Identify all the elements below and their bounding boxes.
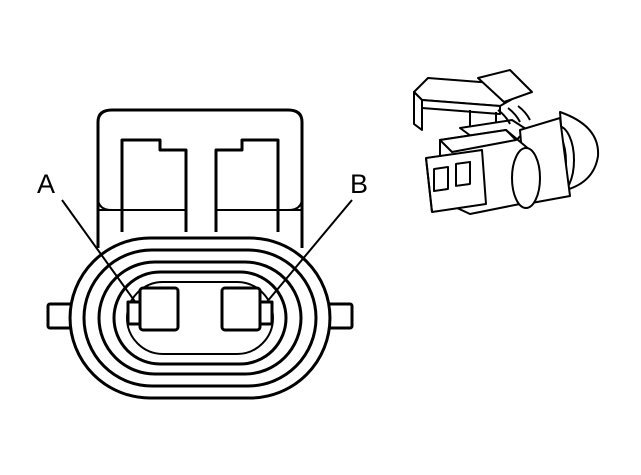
terminal-a [138,286,180,332]
terminal-cavity [126,281,274,355]
iso-front-face [425,149,487,213]
locking-tab [96,108,304,248]
terminal-b [220,286,262,332]
iso-side-ribs [497,105,531,125]
connector-isometric-view [413,69,600,215]
pin-label-b: B [350,169,368,199]
leader-line-a [61,199,137,304]
leader-line-b [265,199,353,304]
second-housing-ring [82,248,318,388]
pin-label-a: A [37,169,55,199]
third-housing-ring [97,260,303,376]
connector-face-view [46,108,354,400]
